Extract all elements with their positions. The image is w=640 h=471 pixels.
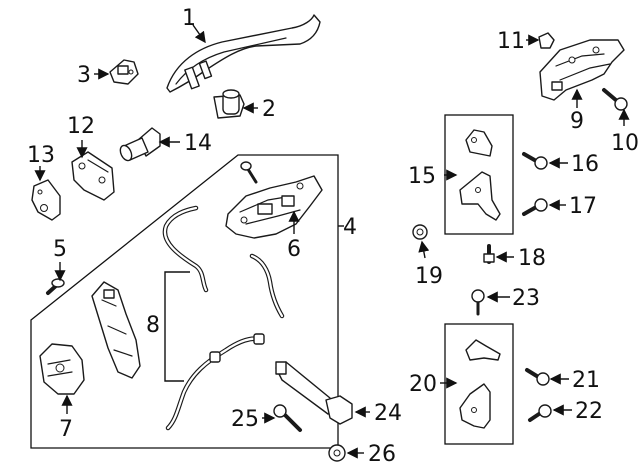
bracket-plate-part xyxy=(71,151,115,201)
callout-16: 16 xyxy=(571,152,599,177)
callout-13: 13 xyxy=(27,143,55,168)
lock-cylinder-part xyxy=(119,127,161,162)
handle-bracket-part xyxy=(539,39,625,101)
callout-23: 23 xyxy=(512,286,540,311)
callout-21: 21 xyxy=(572,368,600,393)
callout-1: 1 xyxy=(182,6,196,31)
bolt-part-16 xyxy=(522,152,548,170)
nut-part-26 xyxy=(328,444,346,462)
bolt-part-10 xyxy=(602,88,628,111)
screw-part-5 xyxy=(46,278,65,295)
callout-22: 22 xyxy=(575,399,603,424)
door-check-part xyxy=(275,361,353,425)
callout-2: 2 xyxy=(262,97,276,122)
callout-11: 11 xyxy=(497,29,525,54)
group-frame-4 xyxy=(30,154,339,449)
callout-4: 4 xyxy=(343,215,357,240)
callout-15: 15 xyxy=(408,164,436,189)
callout-7: 7 xyxy=(59,417,73,442)
handle-pad-part xyxy=(213,89,245,119)
callout-6: 6 xyxy=(287,237,301,262)
bracket-part-15-upper xyxy=(465,129,493,157)
callout-8: 8 xyxy=(146,313,160,338)
latch-module-part-7 xyxy=(39,343,85,395)
callout-20: 20 xyxy=(409,372,437,397)
clip-part xyxy=(109,59,139,85)
outside-handle-part xyxy=(166,14,321,93)
callout-5: 5 xyxy=(53,237,67,262)
callout-24: 24 xyxy=(374,401,402,426)
callout-3: 3 xyxy=(77,63,91,88)
fastener-part-23 xyxy=(471,289,485,316)
callout-18: 18 xyxy=(518,246,546,271)
callout-19: 19 xyxy=(415,264,443,289)
callout-26: 26 xyxy=(368,442,396,467)
callout-17: 17 xyxy=(569,194,597,219)
leader-lines xyxy=(34,24,630,459)
cable-part-8 xyxy=(162,205,265,431)
bracket-part-20-lower xyxy=(459,383,491,429)
nut-part-11 xyxy=(538,32,555,49)
callout-9: 9 xyxy=(570,109,584,134)
callout-14: 14 xyxy=(184,131,212,156)
bracket-part-15-lower xyxy=(459,171,501,221)
callout-8-bracket xyxy=(164,271,190,382)
actuator-part xyxy=(91,281,141,379)
fastener-part-18 xyxy=(483,244,495,264)
callout-25: 25 xyxy=(231,407,259,432)
bolt-part-17 xyxy=(522,198,548,216)
gasket-part xyxy=(31,179,61,221)
bracket-part-20-upper xyxy=(465,339,501,361)
lock-rod-part xyxy=(249,253,285,319)
latch-assembly-part-6 xyxy=(225,161,323,239)
bolt-part-21 xyxy=(525,368,550,386)
callout-10: 10 xyxy=(611,131,639,156)
nut-part-19 xyxy=(412,224,428,240)
bolt-part-22 xyxy=(528,404,552,422)
bolt-part-25 xyxy=(273,404,302,432)
callout-12: 12 xyxy=(67,114,95,139)
group-frame-20 xyxy=(444,323,514,445)
